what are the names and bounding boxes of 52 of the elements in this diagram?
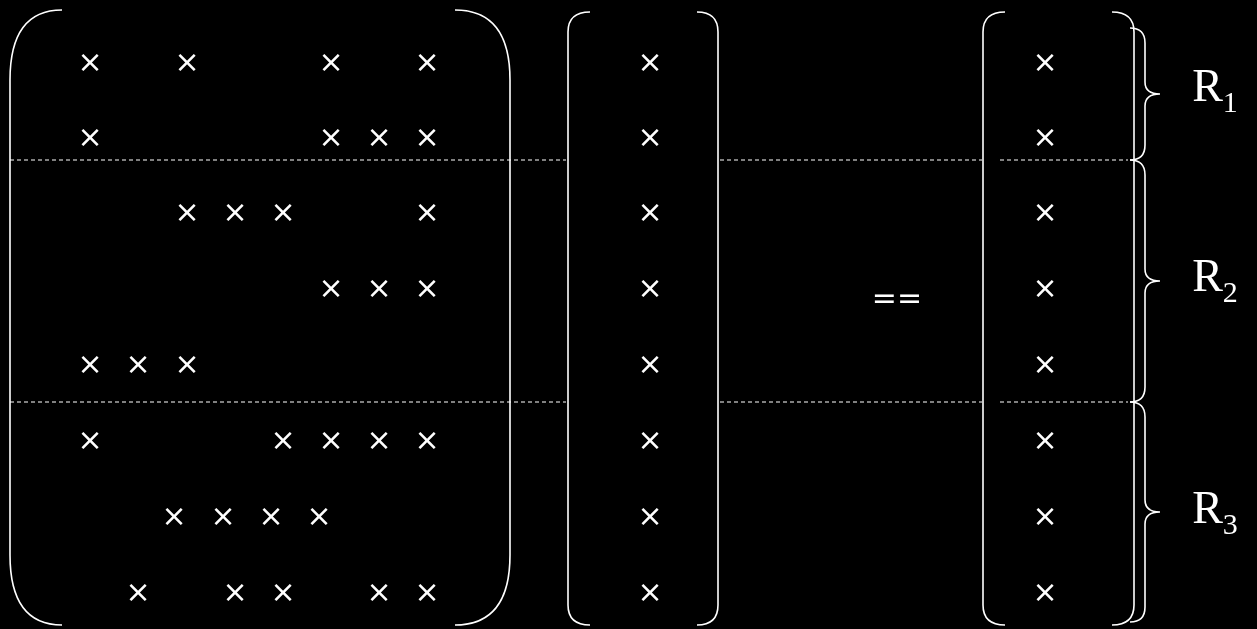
- matrix-entry: ×: [366, 577, 392, 607]
- matrix-entry: ×: [77, 47, 103, 77]
- vector-entry: ×: [1032, 501, 1058, 531]
- matrix-entry: ×: [125, 349, 151, 379]
- matrix-entry: ×: [270, 197, 296, 227]
- vector-entry: ×: [637, 47, 663, 77]
- matrix-entry: ×: [174, 349, 200, 379]
- matrix-entry: ×: [366, 122, 392, 152]
- matrix-entry: ×: [270, 577, 296, 607]
- row-block-label: R$_{1}$: [1192, 63, 1238, 117]
- matrix-entry: ×: [306, 501, 332, 531]
- vector-entry: ×: [1032, 122, 1058, 152]
- vector-entry: ×: [1032, 577, 1058, 607]
- matrix-entry: ×: [222, 197, 248, 227]
- matrix-entry: ×: [77, 425, 103, 455]
- matrix-entry: ×: [414, 197, 440, 227]
- vector-entry: ×: [637, 501, 663, 531]
- vector-entry: ×: [1032, 47, 1058, 77]
- matrix-entry: ×: [414, 47, 440, 77]
- matrix-entry: ×: [77, 122, 103, 152]
- vector-entry: ×: [1032, 349, 1058, 379]
- row-block-label: R$_{2}$: [1192, 253, 1238, 307]
- vector-entry: ×: [1032, 425, 1058, 455]
- matrix-entry: ×: [366, 425, 392, 455]
- matrix-entry: ×: [414, 273, 440, 303]
- matrix-entry: ×: [77, 349, 103, 379]
- matrix-entry: ×: [270, 425, 296, 455]
- vector-entry: ×: [1032, 197, 1058, 227]
- matrix-entry: ×: [161, 501, 187, 531]
- vector-entry: ×: [637, 349, 663, 379]
- matrix-entry: ×: [174, 197, 200, 227]
- vector-entry: ×: [637, 425, 663, 455]
- matrix-entry: ×: [414, 425, 440, 455]
- matrix-entry: ×: [318, 122, 344, 152]
- matrix-entry: ×: [125, 577, 151, 607]
- matrix-entry: ×: [210, 501, 236, 531]
- vector-entry: ×: [1032, 273, 1058, 303]
- row-block-label: R$_{3}$: [1192, 485, 1238, 539]
- equals-sign: ==: [871, 283, 923, 313]
- matrix-entry: ×: [318, 273, 344, 303]
- matrix-entry: ×: [318, 47, 344, 77]
- matrix-entry: ×: [414, 122, 440, 152]
- matrix-entry: ×: [258, 501, 284, 531]
- matrix-entry: ×: [222, 577, 248, 607]
- matrix-entry: ×: [174, 47, 200, 77]
- matrix-entry: ×: [318, 425, 344, 455]
- vector-entry: ×: [637, 197, 663, 227]
- matrix-entry: ×: [366, 273, 392, 303]
- vector-entry: ×: [637, 577, 663, 607]
- vector-entry: ×: [637, 273, 663, 303]
- matrix-entry: ×: [414, 577, 440, 607]
- vector-entry: ×: [637, 122, 663, 152]
